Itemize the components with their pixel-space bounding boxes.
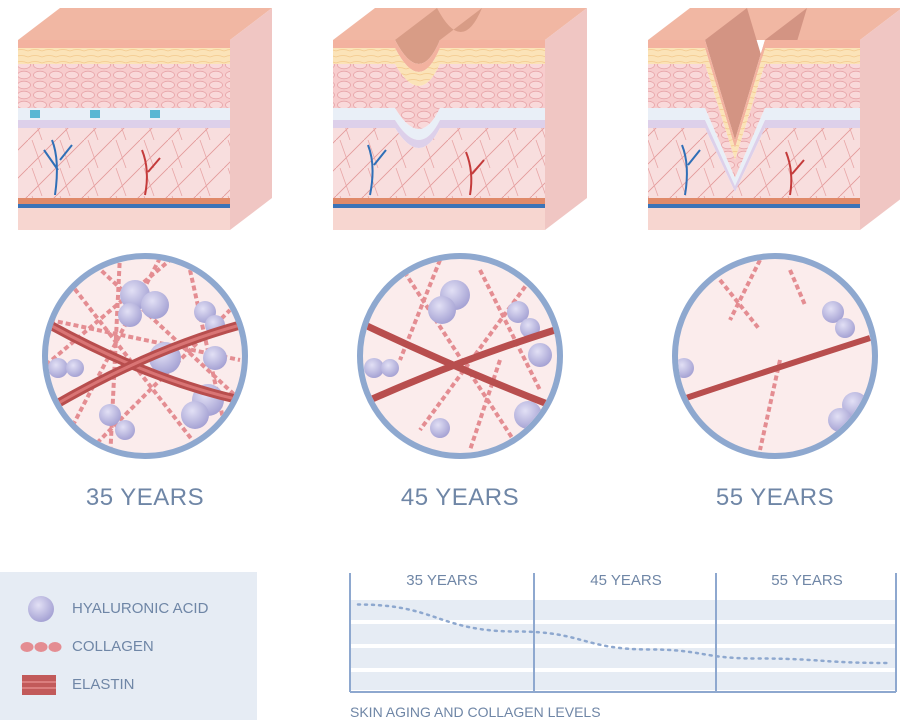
elastin-fibers (363, 321, 557, 409)
skin-block-35 (18, 8, 272, 230)
wrinkle-groove (395, 8, 482, 64)
skin-cross-sections (18, 8, 900, 230)
collagen-level-chart (349, 573, 897, 693)
skin-surface-top (648, 8, 900, 40)
skin-block-45 (333, 8, 587, 230)
legend-item-elastin: ELASTIN (0, 670, 257, 700)
chart-caption: SKIN AGING AND COLLAGEN LEVELS (350, 704, 601, 720)
skin-block-side (230, 8, 272, 230)
tissue-circle-55 (672, 253, 878, 459)
collagen-level-line (356, 603, 890, 665)
elastin-fibers (679, 335, 871, 403)
age-label-55: 55 YEARS (715, 484, 835, 511)
collagen-icon (20, 642, 62, 652)
elastin-fibers (48, 320, 242, 409)
tissue-circle-45 (357, 253, 563, 459)
skin-block-side (545, 8, 587, 230)
elastin-icon (22, 675, 56, 695)
hyaluronic-acid-icon (28, 596, 54, 622)
legend-item-hyaluronic-acid: HYALURONIC ACID (0, 594, 257, 624)
magnified-tissue-circles (42, 253, 878, 459)
legend-item-collagen: COLLAGEN (0, 632, 257, 662)
chart-grid (349, 573, 897, 693)
legend-label-collagen: COLLAGEN (72, 638, 154, 655)
age-label-45: 45 YEARS (400, 484, 520, 511)
legend-box: HYALURONIC ACID COLLAGEN ELASTIN (0, 572, 257, 720)
age-label-35: 35 YEARS (85, 484, 205, 511)
chart-column-label-55: 55 YEARS (771, 572, 843, 589)
legend-label-hyaluronic-acid: HYALURONIC ACID (72, 600, 209, 617)
skin-surface-top (18, 8, 272, 40)
chart-column-label-35: 35 YEARS (406, 572, 478, 589)
skin-surface-top (333, 8, 587, 40)
skin-block-55 (648, 8, 900, 230)
chart-column-label-45: 45 YEARS (590, 572, 662, 589)
tissue-circle-35 (42, 253, 248, 459)
legend-label-elastin: ELASTIN (72, 676, 135, 693)
skin-block-side (860, 9, 900, 230)
